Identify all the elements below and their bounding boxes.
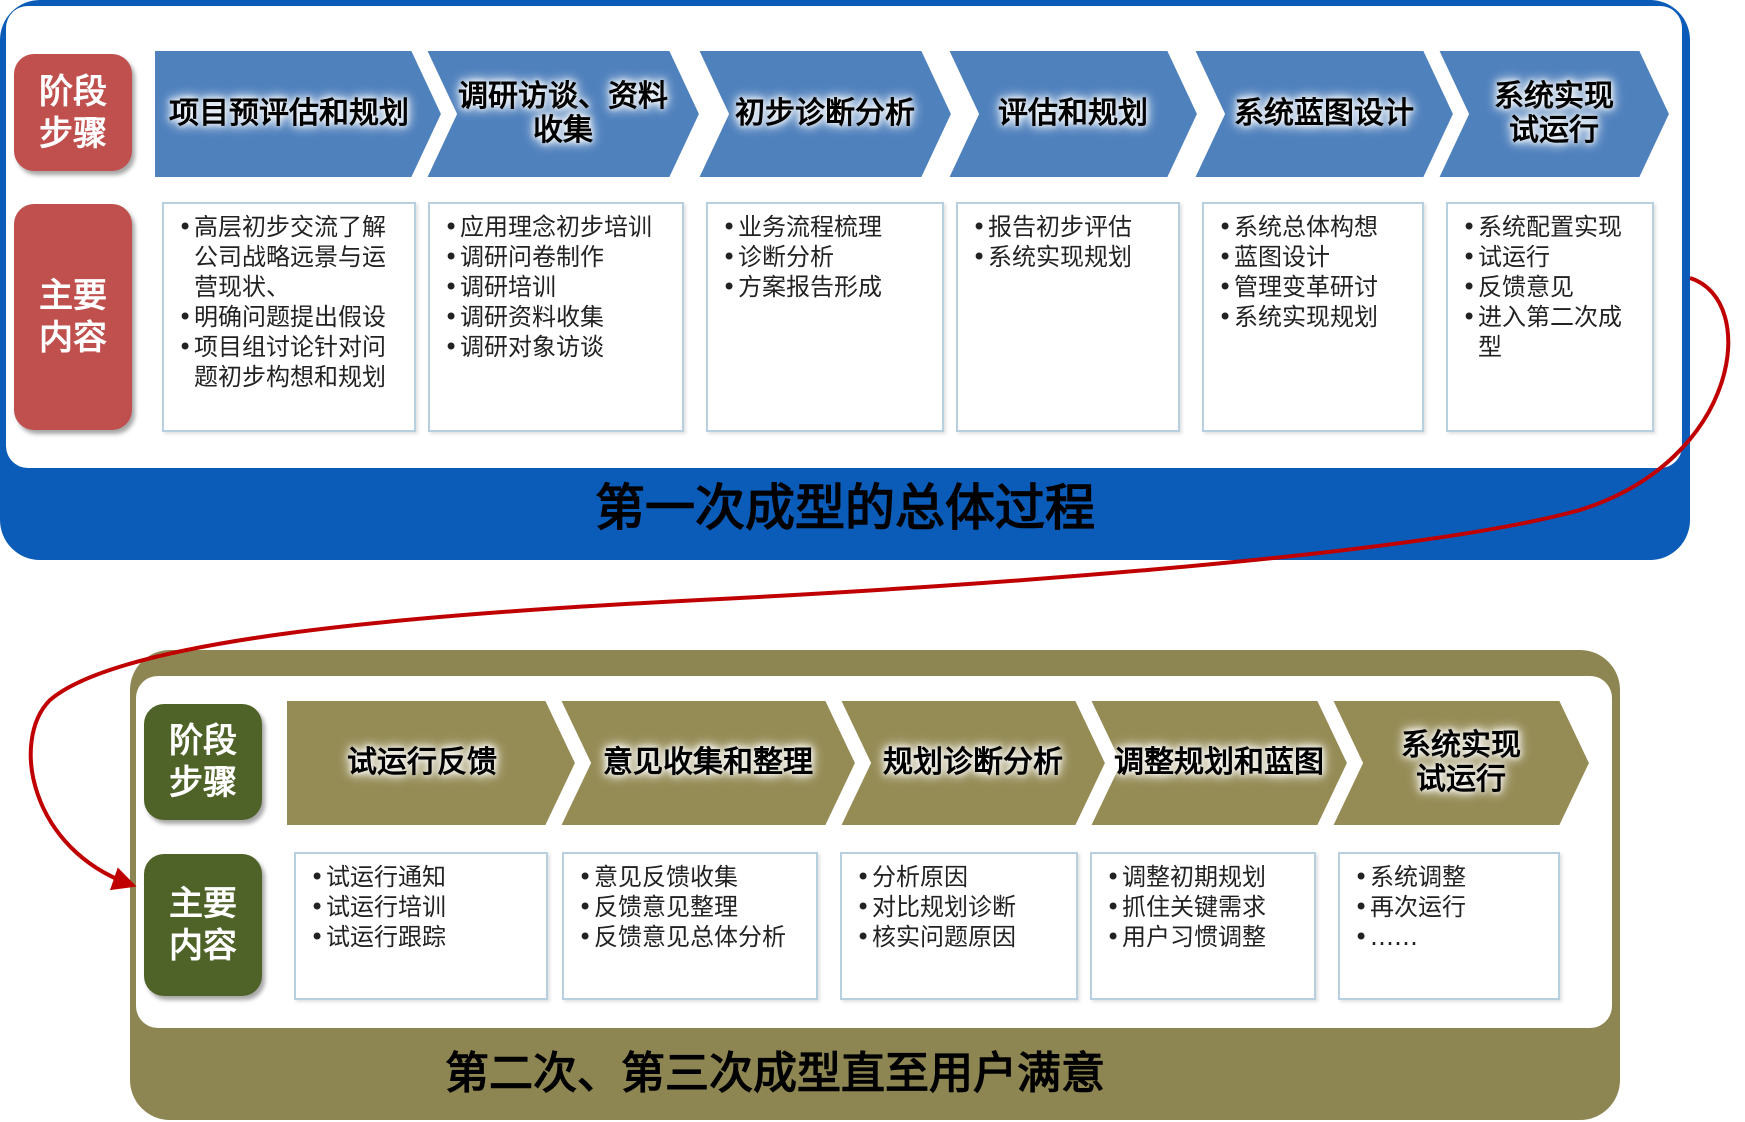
first-step-title-1: 项目预评估和规划 (169, 96, 409, 131)
second-content-item: 核实问题原因 (856, 922, 1066, 952)
second-content-box-2: 意见反馈收集反馈意见整理反馈意见总体分析 (562, 852, 818, 1000)
first-step-title-2: 调研访谈、资料收集 (458, 79, 668, 148)
first-step-title-5: 系统蓝图设计 (1234, 96, 1414, 131)
second-content-item: 试运行跟踪 (310, 922, 536, 952)
first-content-item: 反馈意见 (1462, 272, 1642, 302)
first-content-item: 报告初步评估 (972, 212, 1168, 242)
stage-steps-label: 阶段 步骤 (14, 54, 132, 171)
first-content-item: 诊断分析 (722, 242, 932, 272)
main-content-label: 主要 内容 (14, 204, 132, 430)
first-step-title-6: 系统实现 试运行 (1494, 79, 1614, 148)
first-content-box-5: 系统总体构想蓝图设计管理变革研讨系统实现规划 (1202, 202, 1424, 432)
first-content-item: 项目组讨论针对问题初步构想和规划 (178, 332, 404, 392)
second-step-title-5: 系统实现 试运行 (1401, 728, 1521, 797)
second-content-box-1: 试运行通知试运行培训试运行跟踪 (294, 852, 548, 1000)
first-content-item: 系统配置实现 (1462, 212, 1642, 242)
second-content-item: 分析原因 (856, 862, 1066, 892)
second-content-item: 调整初期规划 (1106, 862, 1304, 892)
first-content-box-3: 业务流程梳理诊断分析方案报告形成 (706, 202, 944, 432)
first-content-item: 蓝图设计 (1218, 242, 1412, 272)
second-step-title-4: 调整规划和蓝图 (1114, 745, 1324, 780)
first-content-box-6: 系统配置实现试运行反馈意见进入第二次成型 (1446, 202, 1654, 432)
first-step-title-3: 初步诊断分析 (735, 96, 915, 131)
first-content-item: 管理变革研讨 (1218, 272, 1412, 302)
second-step-title-1: 试运行反馈 (347, 745, 497, 780)
first-content-item: 明确问题提出假设 (178, 302, 404, 332)
first-content-item: 进入第二次成型 (1462, 302, 1642, 362)
first-content-box-2: 应用理念初步培训调研问卷制作调研培训调研资料收集调研对象访谈 (428, 202, 684, 432)
first-content-item: 系统实现规划 (972, 242, 1168, 272)
first-content-item: 方案报告形成 (722, 272, 932, 302)
first-content-item: 调研对象访谈 (444, 332, 672, 362)
first-content-box-4: 报告初步评估系统实现规划 (956, 202, 1180, 432)
second-content-item: 反馈意见总体分析 (578, 922, 806, 952)
second-step-title-3: 规划诊断分析 (883, 745, 1063, 780)
first-content-item: 调研资料收集 (444, 302, 672, 332)
second-content-item: 再次运行 (1354, 892, 1548, 922)
second-content-item: 用户习惯调整 (1106, 922, 1304, 952)
second-content-item: …… (1354, 922, 1548, 952)
second-content-box-4: 调整初期规划抓住关键需求用户习惯调整 (1090, 852, 1316, 1000)
first-content-item: 试运行 (1462, 242, 1642, 272)
second-iteration-title: 第二次、第三次成型直至用户满意 (445, 1048, 1105, 1099)
first-content-item: 系统总体构想 (1218, 212, 1412, 242)
first-content-box-1: 高层初步交流了解公司战略远景与运营现状、明确问题提出假设项目组讨论针对问题初步构… (162, 202, 416, 432)
stage-steps-label-second: 阶段 步骤 (144, 704, 262, 820)
first-content-item: 调研问卷制作 (444, 242, 672, 272)
second-content-item: 系统调整 (1354, 862, 1548, 892)
first-content-item: 调研培训 (444, 272, 672, 302)
second-content-item: 试运行通知 (310, 862, 536, 892)
main-content-label-second: 主要 内容 (144, 854, 262, 996)
second-content-item: 对比规划诊断 (856, 892, 1066, 922)
first-iteration-title: 第一次成型的总体过程 (595, 479, 1095, 537)
second-content-item: 试运行培训 (310, 892, 536, 922)
first-content-item: 系统实现规划 (1218, 302, 1412, 332)
first-step-title-4: 评估和规划 (998, 96, 1148, 131)
first-content-item: 业务流程梳理 (722, 212, 932, 242)
second-content-box-5: 系统调整再次运行…… (1338, 852, 1560, 1000)
second-content-item: 抓住关键需求 (1106, 892, 1304, 922)
second-content-item: 反馈意见整理 (578, 892, 806, 922)
second-content-box-3: 分析原因对比规划诊断核实问题原因 (840, 852, 1078, 1000)
first-content-item: 高层初步交流了解公司战略远景与运营现状、 (178, 212, 404, 302)
first-content-item: 应用理念初步培训 (444, 212, 672, 242)
second-step-title-2: 意见收集和整理 (603, 745, 813, 780)
second-content-item: 意见反馈收集 (578, 862, 806, 892)
